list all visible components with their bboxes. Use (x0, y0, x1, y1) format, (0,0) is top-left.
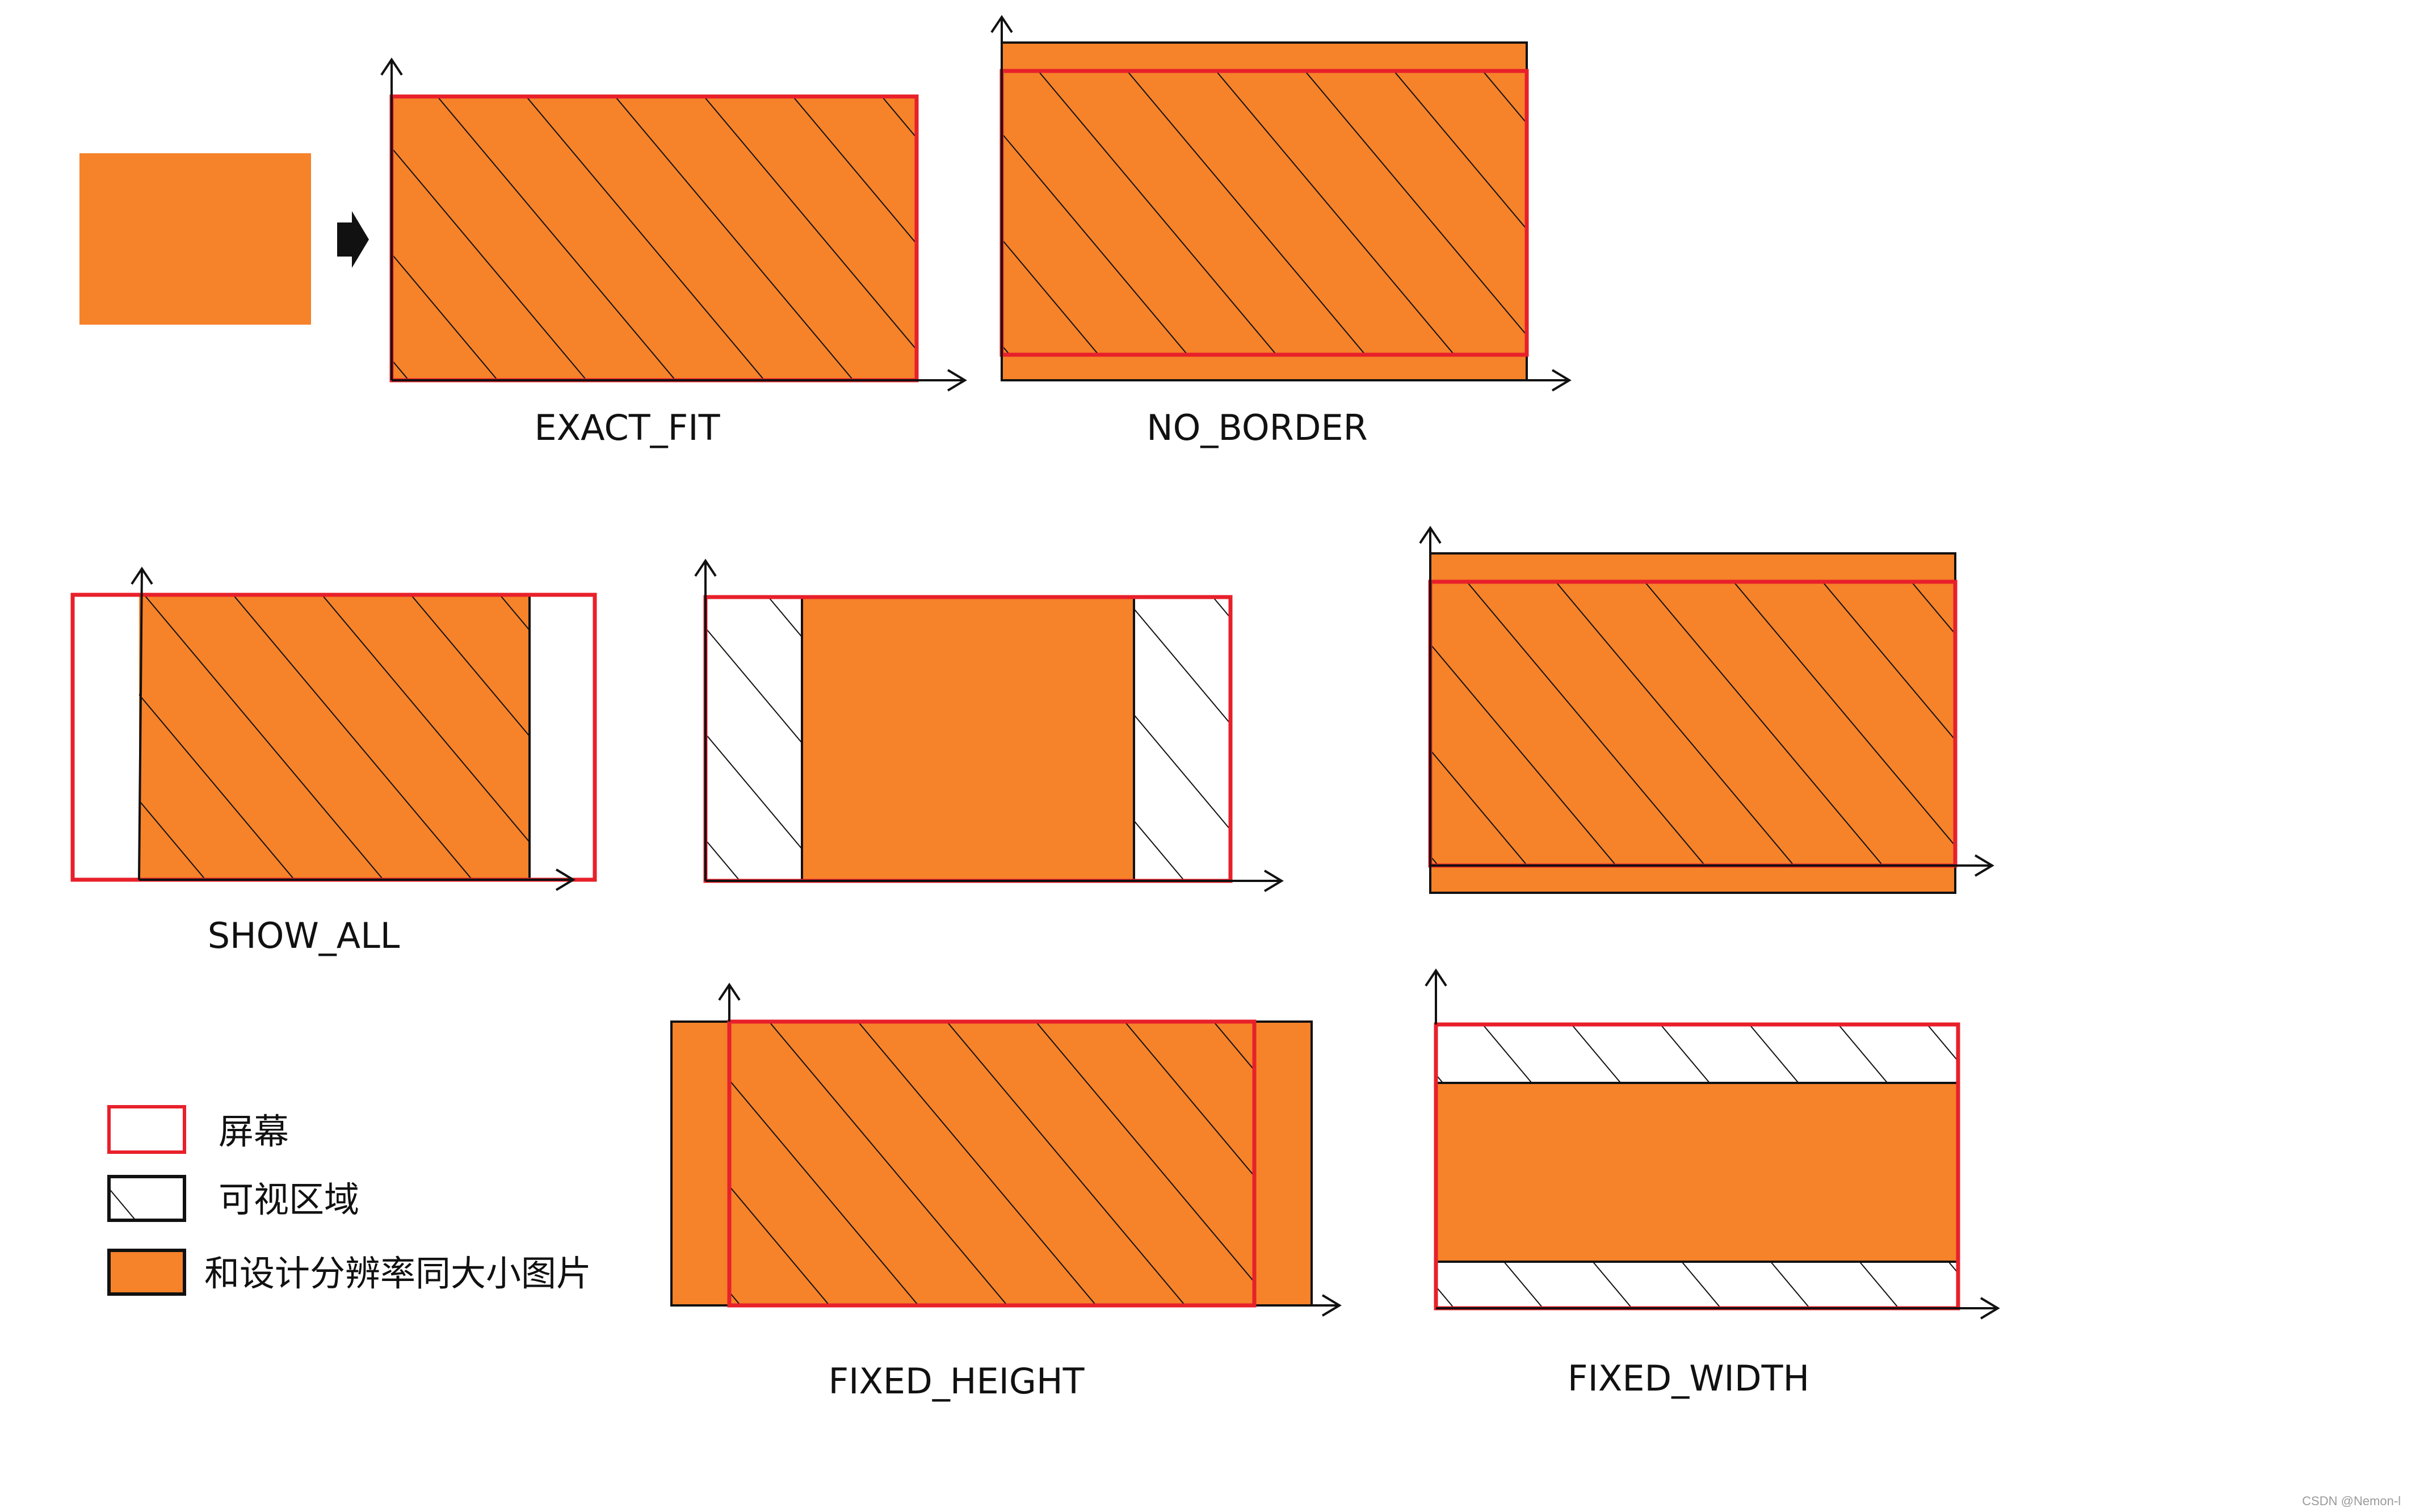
fixed-height-panel: FIXED_HEIGHT (670, 982, 1342, 1402)
fixed-width-label: FIXED_WIDTH (1568, 1358, 1809, 1399)
fixed-height-visible-area (729, 1022, 1254, 1305)
fixed-width-image (1435, 1082, 1959, 1263)
right-arrow-icon (337, 211, 369, 268)
fixed-height-label: FIXED_HEIGHT (829, 1360, 1085, 1402)
show-all-panel: SHOW_ALL (70, 566, 597, 956)
legend-image-label: 和设计分辨率同大小图片 (204, 1253, 591, 1294)
middle-row-panel (694, 558, 1284, 892)
axis-arrow-icon (990, 15, 1572, 392)
axis-arrow-icon (131, 566, 576, 891)
fixed-width-panel: FIXED_WIDTH (1425, 968, 2000, 1399)
right-middle-visible-area (1430, 582, 1955, 866)
axis-arrow-icon (380, 57, 967, 392)
legend-screen-swatch (107, 1105, 186, 1154)
fixed-height-screen (727, 1019, 1257, 1308)
exact-fit-visible-area (392, 96, 917, 380)
middle-image (801, 596, 1135, 882)
source-image (79, 153, 311, 325)
axis-arrow-icon (694, 558, 1284, 892)
no-border-label: NO_BORDER (1146, 407, 1368, 448)
no-border-panel: NO_BORDER (990, 15, 1572, 448)
no-border-visible-area (1002, 71, 1527, 355)
axis-arrow-icon (1419, 526, 1994, 893)
legend-image-swatch (107, 1249, 186, 1296)
exact-fit-panel: EXACT_FIT (380, 57, 967, 448)
watermark: CSDN @Nemon-l (2302, 1494, 2401, 1508)
show-all-visible-area (139, 595, 530, 880)
legend-visible-area-label: 可视区域 (219, 1179, 359, 1220)
axis-arrow-icon (1425, 968, 2000, 1320)
legend-screen-label: 屏幕 (219, 1111, 289, 1152)
legend-visible-area-swatch (107, 1175, 186, 1222)
right-middle-panel (1419, 526, 1994, 894)
show-all-label: SHOW_ALL (208, 915, 400, 956)
legend: 屏幕 可视区域 和设计分辨率同大小图片 (107, 1105, 591, 1296)
axis-arrow-icon (718, 982, 1342, 1317)
exact-fit-label: EXACT_FIT (535, 407, 721, 448)
